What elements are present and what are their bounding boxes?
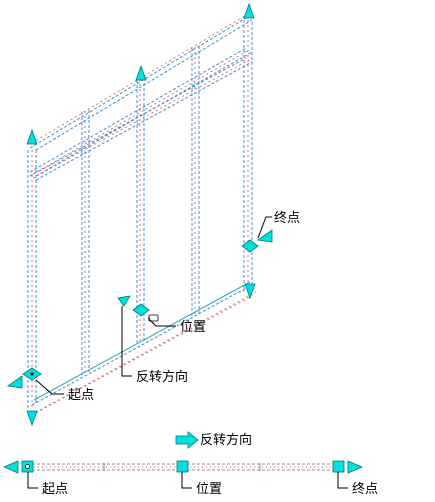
curtain-wall-isometric (27, 13, 257, 416)
leaders-isometric (35, 216, 272, 395)
leaders-plan (27, 472, 348, 489)
flip-arrow-grip-icon[interactable] (117, 295, 131, 307)
plan-right-arrow-grip-icon[interactable] (347, 460, 364, 474)
position-diamond-grip-icon[interactable] (132, 303, 150, 317)
wall-grips (6, 2, 273, 427)
start-point-label-plan: 起点 (42, 482, 68, 497)
plan-grips (2, 431, 364, 474)
end-point-label-plan: 终点 (352, 481, 378, 497)
end-point-label-top: 终点 (274, 210, 300, 226)
position-label-plan: 位置 (196, 482, 222, 497)
wall-transoms-red (32, 49, 250, 179)
wall-mullions-red (31, 20, 249, 410)
wall-sill (33, 281, 251, 401)
wall-transoms (29, 47, 253, 181)
wall-mullions (81, 46, 200, 375)
plan-start-center-icon (25, 464, 30, 469)
flip-direction-label-top: 反转方向 (136, 369, 188, 385)
curtain-wall-plan (22, 463, 340, 471)
right-arrow-grip-icon[interactable] (256, 229, 273, 243)
top-right-arrow-grip-icon[interactable] (243, 2, 255, 19)
top-center-arrow-grip-icon[interactable] (135, 64, 147, 81)
bottom-arrow-grip-icon[interactable] (26, 410, 38, 427)
position-label-top: 位置 (180, 320, 206, 335)
start-left-arrow-grip-icon[interactable] (6, 375, 23, 389)
plan-position-square-grip-icon[interactable] (176, 460, 189, 473)
plan-end-square-grip-icon[interactable] (332, 460, 345, 473)
position-offset-grip-icon[interactable] (148, 314, 159, 322)
start-point-label-top: 起点 (68, 388, 94, 403)
top-left-arrow-grip-icon[interactable] (26, 128, 38, 145)
start-point-center-icon (30, 372, 34, 376)
plan-flip-arrow-grip-icon[interactable] (175, 431, 199, 449)
end-point-diamond-grip-icon[interactable] (241, 239, 259, 253)
flip-direction-label-plan: 反转方向 (200, 432, 252, 448)
right-bottom-arrow-grip-icon[interactable] (244, 283, 256, 300)
plan-left-arrow-grip-icon[interactable] (2, 460, 19, 474)
